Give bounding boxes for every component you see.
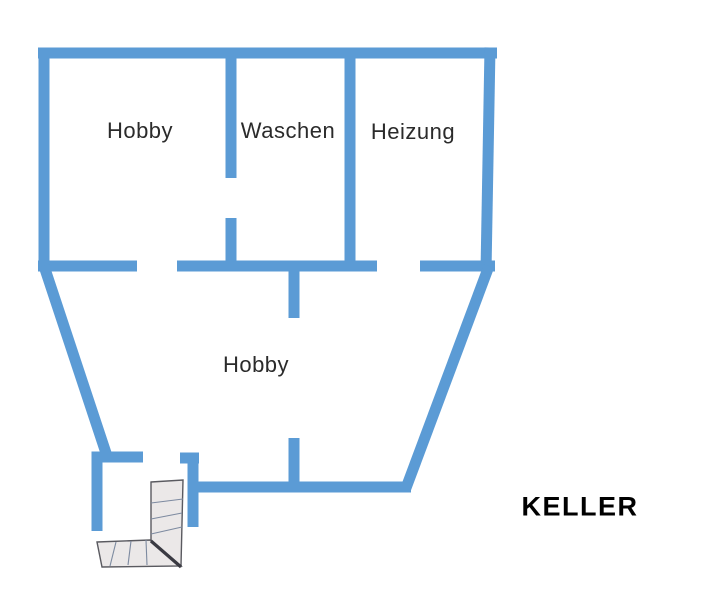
plan-title: KELLER [521,491,639,522]
staircase [96,479,184,569]
stair-tread [150,526,183,535]
stair-tread [109,541,117,567]
wall-slant-left [38,264,113,458]
walls [38,47,497,531]
stair-tread [150,512,183,520]
wall-right [480,47,496,272]
stair-inner-edge [149,539,183,569]
stair-tread [145,539,148,566]
stair-tread [127,540,132,566]
wall-slant-right [400,264,495,490]
stair-tread [150,498,184,504]
